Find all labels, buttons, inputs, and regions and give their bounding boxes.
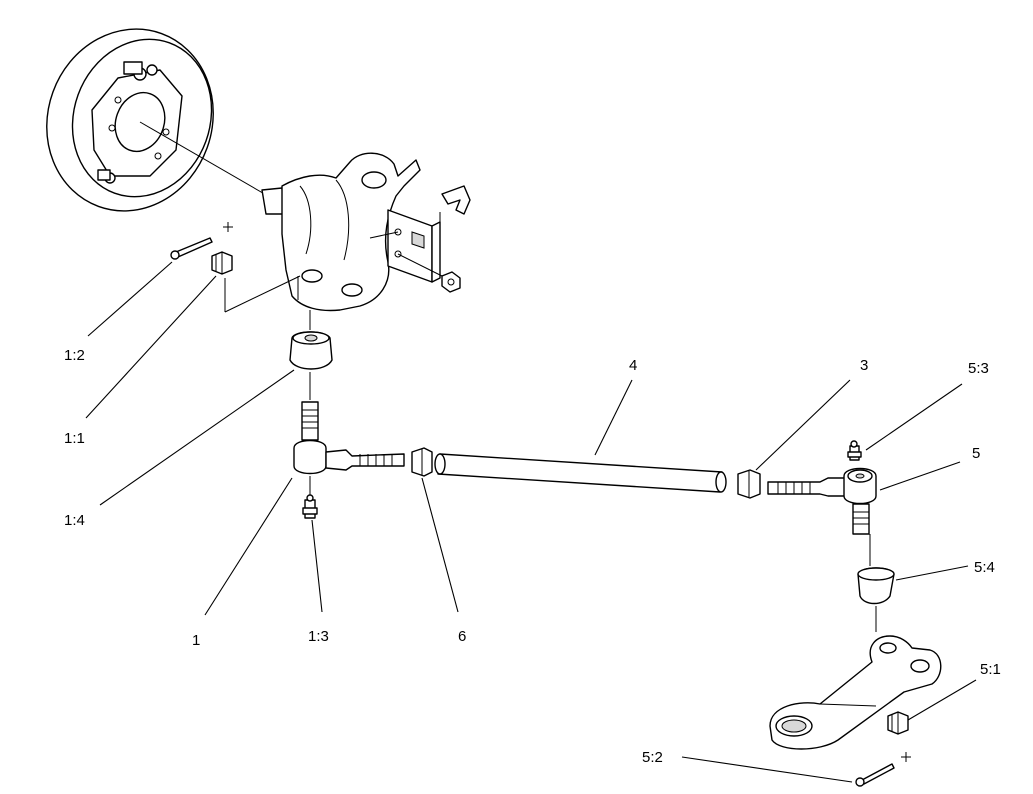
label-1-2: 1:2 [64, 347, 85, 364]
cotter-pin-5-2 [855, 752, 911, 787]
label-5: 5 [972, 445, 980, 462]
steering-arm [769, 635, 942, 750]
label-5-3: 5:3 [968, 360, 989, 377]
dust-boot-1-4 [289, 310, 333, 400]
label-1-4: 1:4 [64, 512, 85, 529]
label-5-2: 5:2 [642, 749, 663, 766]
label-4: 4 [629, 357, 637, 374]
label-5-1: 5:1 [980, 661, 1001, 678]
jam-nut-6 [411, 447, 433, 477]
grease-fitting-5-3 [847, 440, 862, 461]
tie-rod-end-5 [767, 467, 877, 566]
dust-boot-5-4 [857, 567, 895, 632]
callout-labels: 1:2 1:1 1:4 1 1:3 6 4 3 5:3 5 5:4 5:1 5:… [64, 347, 1001, 766]
label-3: 3 [860, 357, 868, 374]
tie-rod-tube-4 [434, 453, 727, 493]
castle-nut-5-1 [887, 711, 909, 735]
label-1-3: 1:3 [308, 628, 329, 645]
tie-rod-end-1 [293, 401, 405, 500]
label-6: 6 [458, 628, 466, 645]
label-1-1: 1:1 [64, 430, 85, 447]
brake-backing-plate [46, 28, 269, 212]
label-1: 1 [192, 632, 200, 649]
steering-knuckle [224, 152, 421, 313]
mounting-bracket [369, 185, 471, 293]
jam-nut-3 [737, 469, 761, 499]
grease-fitting-1-3 [302, 494, 318, 519]
cotter-pin-1-2 [170, 222, 233, 260]
label-5-4: 5:4 [974, 559, 995, 576]
castle-nut-1-1 [211, 251, 233, 275]
leader-lines [85, 261, 977, 783]
